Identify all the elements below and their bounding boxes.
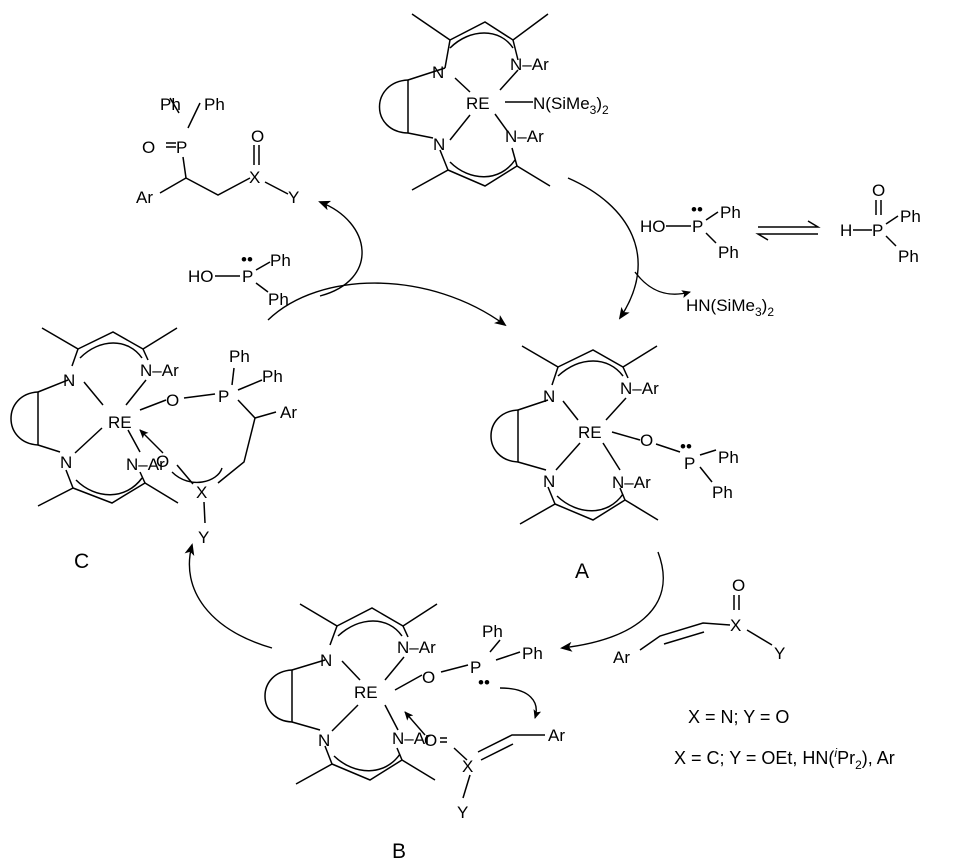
taut-ph-3: Ph bbox=[900, 207, 921, 226]
condition-line-2: X = C; Y = OEt, HN(iPr2), Ar bbox=[674, 746, 895, 772]
taut-ph-1: Ph bbox=[720, 203, 741, 222]
b-lone-pair: •• bbox=[478, 673, 490, 692]
b-x: X bbox=[462, 757, 473, 776]
a-n-ar-2: N–Ar bbox=[612, 473, 651, 492]
b-ph-2: Ph bbox=[522, 644, 543, 663]
c-n-ar-1: N–Ar bbox=[140, 361, 179, 380]
product-y: Y bbox=[288, 188, 299, 207]
taut-h: H bbox=[840, 221, 852, 240]
c-ar: Ar bbox=[280, 403, 297, 422]
b-o-carbonyl: O bbox=[424, 731, 437, 750]
taut-lone-pair: •• bbox=[691, 200, 703, 219]
c-o: O bbox=[166, 391, 179, 410]
precat-re: RE bbox=[466, 94, 490, 113]
product-o: O bbox=[142, 138, 155, 157]
a-ph-1: Ph bbox=[718, 448, 739, 467]
hoppH2-ph-2: Ph bbox=[268, 290, 289, 309]
complex-c: N N–Ar RE O P Ph Ph Ar N N–Ar O X Y bbox=[10, 327, 297, 547]
hoppH2-lone-pair: •• bbox=[241, 250, 253, 269]
product-ar: Ar bbox=[136, 188, 153, 207]
alkene-substrate: Ar X O Y bbox=[613, 576, 785, 667]
precat-n-ar-2: N–Ar bbox=[505, 127, 544, 146]
precat-n1: N bbox=[432, 63, 444, 82]
label-a: A bbox=[575, 560, 589, 583]
c-x: X bbox=[196, 483, 207, 502]
b-re: RE bbox=[354, 683, 378, 702]
sub-o: O bbox=[732, 576, 745, 595]
taut-ho: HO bbox=[640, 217, 666, 236]
b-n1: N bbox=[320, 651, 332, 670]
label-b: B bbox=[392, 840, 406, 863]
precat-n-sime3: N(SiMe3)2 bbox=[533, 94, 609, 117]
c-n-ar-2: N–Ar bbox=[126, 455, 165, 474]
a-re: RE bbox=[578, 423, 602, 442]
hoppH2-p: P bbox=[242, 267, 253, 286]
a-n2: N bbox=[543, 472, 555, 491]
taut-o: O bbox=[872, 181, 885, 200]
c-p: P bbox=[218, 387, 229, 406]
hydrophosphinylation-product: Ph Ph O P O Ar X Y bbox=[136, 95, 299, 207]
taut-p1: P bbox=[692, 217, 703, 236]
b-y: Y bbox=[457, 803, 468, 822]
taut-p2: P bbox=[872, 221, 883, 240]
precat-n-ar-1: N–Ar bbox=[510, 55, 549, 74]
c-y: Y bbox=[198, 528, 209, 547]
label-c: C bbox=[74, 550, 89, 573]
a-ph-2: Ph bbox=[712, 483, 733, 502]
precat-n2: N bbox=[433, 135, 445, 154]
b-ar: Ar bbox=[548, 726, 565, 745]
cycle-arrows bbox=[184, 177, 691, 652]
complex-a: N N–Ar RE O P •• Ph Ph N N–Ar bbox=[490, 345, 739, 525]
c-ph-1: Ph bbox=[229, 347, 250, 366]
hoppH2-ho: HO bbox=[188, 267, 214, 286]
a-lone-pair: •• bbox=[680, 437, 692, 456]
complex-b: N N–Ar RE O P •• Ph Ph N N–Ar O X Y Ar bbox=[264, 603, 565, 822]
b-n-ar-1: N–Ar bbox=[397, 638, 436, 657]
b-p: P bbox=[470, 658, 481, 677]
a-o: O bbox=[640, 431, 653, 450]
c-ph-2: Ph bbox=[262, 367, 283, 386]
a-n1: N bbox=[543, 387, 555, 406]
b-ph-1: Ph bbox=[482, 622, 503, 641]
sub-y: Y bbox=[774, 644, 785, 663]
hn-sime3-byproduct: HN(SiMe3)2 bbox=[686, 296, 774, 319]
b-n2: N bbox=[318, 731, 330, 750]
product-p: P bbox=[176, 138, 187, 157]
phosphine-oxide-tautomers: HO P •• Ph Ph H P O Ph Ph bbox=[640, 181, 921, 266]
sub-ar: Ar bbox=[613, 648, 630, 667]
c-n2: N bbox=[60, 453, 72, 472]
product-ph-2: Ph bbox=[204, 95, 225, 114]
product-x: X bbox=[249, 168, 260, 187]
a-n-ar-1: N–Ar bbox=[620, 379, 659, 398]
product-o-carbonyl: O bbox=[251, 127, 264, 146]
b-n-ar-2: N–Ar bbox=[392, 729, 431, 748]
product-ph-1: Ph bbox=[160, 95, 181, 114]
precatalyst-complex: N N–Ar RE N(SiMe3)2 N N–Ar bbox=[378, 13, 609, 191]
condition-line-1: X = N; Y = O bbox=[688, 707, 789, 727]
c-re: RE bbox=[108, 413, 132, 432]
taut-ph-2: Ph bbox=[718, 243, 739, 262]
hoppH2-ph-1: Ph bbox=[270, 251, 291, 270]
c-o-enolate: O bbox=[156, 452, 169, 471]
diphenylphosphinous-acid-left: HO P •• Ph Ph bbox=[188, 250, 291, 309]
taut-ph-4: Ph bbox=[898, 247, 919, 266]
b-o: O bbox=[422, 668, 435, 687]
a-p: P bbox=[684, 454, 695, 473]
sub-x: X bbox=[730, 616, 741, 635]
c-n1: N bbox=[63, 371, 75, 390]
